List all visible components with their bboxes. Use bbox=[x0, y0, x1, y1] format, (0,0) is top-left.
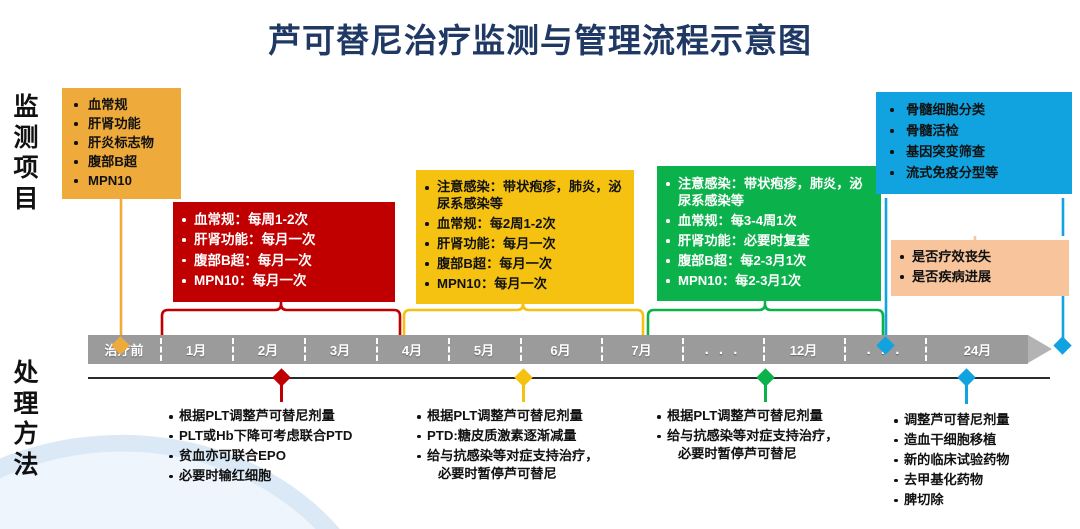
list-item: 注意感染：带状疱疹，肺炎，泌尿系感染等 bbox=[663, 175, 873, 209]
timeline-segment-m7[interactable]: 7月 bbox=[601, 335, 682, 364]
list-item: MPN10 bbox=[66, 172, 175, 189]
treatment-block-4: 调整芦可替尼剂量 造血干细胞移植 新的临床试验药物 去甲基化药物 脾切除 bbox=[893, 412, 1073, 511]
list-item: 肝肾功能：每月一次 bbox=[422, 235, 626, 252]
timeline-segment-m4[interactable]: 4月 bbox=[376, 335, 448, 364]
vlabel-char: 处 bbox=[13, 359, 39, 387]
vlabel-char: 项 bbox=[13, 154, 39, 182]
monitoring-box-month-7-12: 注意感染：带状疱疹，肺炎，泌尿系感染等 血常规：每3-4周1次 肝肾功能：必要时… bbox=[657, 166, 881, 302]
vlabel-char: 方 bbox=[13, 420, 39, 448]
list-item-continuation: 必要时暂停芦可替尼 bbox=[438, 465, 557, 481]
timeline-arrow-head bbox=[1028, 335, 1052, 363]
list-item: MPN10：每月一次 bbox=[422, 275, 626, 292]
list-item: 肝肾功能：必要时复查 bbox=[663, 232, 873, 249]
list-item: 去甲基化药物 bbox=[893, 472, 1073, 489]
monitoring-box-month-4-6: 注意感染：带状疱疹，肺炎，泌尿系感染等 血常规：每2周1-2次 肝肾功能：每月一… bbox=[416, 170, 634, 305]
timeline-segment-m2[interactable]: 2月 bbox=[232, 335, 304, 364]
vlabel-char: 目 bbox=[13, 184, 39, 213]
timeline-segment-m3[interactable]: 3月 bbox=[304, 335, 376, 364]
list-item: 腹部B超：每2-3月1次 bbox=[663, 252, 873, 269]
list-item: 给与抗感染等对症支持治疗， bbox=[656, 428, 886, 445]
vlabel-char: 测 bbox=[13, 123, 39, 152]
timeline-track: 治疗前 1月 2月 3月 4月 5月 6月 7月 . . . 12月 . . .… bbox=[88, 335, 1028, 364]
list-item: MPN10：每月一次 bbox=[179, 272, 387, 289]
list-item: 腹部B超：每月一次 bbox=[422, 255, 626, 272]
list-item: 根据PLT调整芦可替尼剂量 bbox=[656, 408, 886, 425]
list-item-continuation: 必要时暂停芦可替尼 bbox=[678, 445, 797, 461]
list-item: 流式免疫分型等 bbox=[880, 164, 1066, 181]
list-item: 造血干细胞移植 bbox=[893, 432, 1073, 449]
treatment-block-2: 根据PLT调整芦可替尼剂量 PTD:糖皮质激素逐渐减量 给与抗感染等对症支持治疗… bbox=[416, 408, 656, 486]
timeline-segment-gap1: . . . bbox=[682, 335, 763, 364]
list-item: 血常规 bbox=[66, 96, 175, 113]
list-item: 调整芦可替尼剂量 bbox=[893, 412, 1073, 429]
treatment-block-3: 根据PLT调整芦可替尼剂量 给与抗感染等对症支持治疗， 必要时暂停芦可替尼 bbox=[656, 408, 886, 466]
sidebar-label-monitoring: 监 测 项 目 bbox=[6, 92, 46, 214]
bracket-red bbox=[160, 303, 402, 337]
list-item: 血常规：每2周1-2次 bbox=[422, 215, 626, 232]
list-item: 根据PLT调整芦可替尼剂量 bbox=[168, 408, 418, 425]
list-item: 肝肾功能：每月一次 bbox=[179, 231, 387, 248]
list-item: 脾切除 bbox=[893, 492, 1073, 509]
vlabel-char: 法 bbox=[13, 450, 39, 479]
monitoring-box-assessment: 是否疗效丧失 是否疾病进展 bbox=[891, 240, 1069, 297]
treatment-block-1: 根据PLT调整芦可替尼剂量 PLT或Hb下降可考虑联合PTD 贫血亦可联合EPO… bbox=[168, 408, 418, 488]
treatment-timeline: 治疗前 1月 2月 3月 4月 5月 6月 7月 . . . 12月 . . .… bbox=[88, 335, 1052, 364]
treatment-axis-line bbox=[88, 377, 1050, 379]
list-item: 给与抗感染等对症支持治疗， bbox=[416, 448, 656, 465]
list-item: MPN10：每2-3月1次 bbox=[663, 272, 873, 289]
list-item: 腹部B超：每月一次 bbox=[179, 252, 387, 269]
monitoring-box-month-1-3: 血常规：每周1-2次 肝肾功能：每月一次 腹部B超：每月一次 MPN10：每月一… bbox=[173, 202, 395, 302]
list-item: 基因突变筛查 bbox=[880, 143, 1066, 160]
list-item: 腹部B超 bbox=[66, 153, 175, 170]
list-item: 是否疾病进展 bbox=[897, 268, 1061, 285]
list-item: 血常规：每3-4周1次 bbox=[663, 212, 873, 229]
timeline-segment-m12[interactable]: 12月 bbox=[763, 335, 844, 364]
list-item: 肝肾功能 bbox=[66, 115, 175, 132]
list-item: PTD:糖皮质激素逐渐减量 bbox=[416, 428, 656, 445]
list-item: 注意感染：带状疱疹，肺炎，泌尿系感染等 bbox=[422, 179, 626, 212]
list-item: 必要时输红细胞 bbox=[168, 468, 418, 485]
vlabel-char: 理 bbox=[13, 389, 39, 418]
list-item: 骨髓活检 bbox=[880, 122, 1066, 139]
page-title: 芦可替尼治疗监测与管理流程示意图 bbox=[268, 22, 812, 59]
timeline-segment-m24[interactable]: 24月 bbox=[925, 335, 1030, 364]
list-item: PLT或Hb下降可考虑联合PTD bbox=[168, 428, 418, 445]
list-item: 贫血亦可联合EPO bbox=[168, 448, 418, 465]
list-item: 肝炎标志物 bbox=[66, 134, 175, 151]
timeline-segment-m1[interactable]: 1月 bbox=[160, 335, 232, 364]
list-item: 新的临床试验药物 bbox=[893, 452, 1073, 469]
list-item: 血常规：每周1-2次 bbox=[179, 211, 387, 228]
list-item: 是否疗效丧失 bbox=[897, 248, 1061, 265]
monitoring-box-long-term: 骨髓细胞分类 骨髓活检 基因突变筛查 流式免疫分型等 bbox=[876, 92, 1072, 195]
sidebar-label-treatment: 处 理 方 法 bbox=[6, 358, 46, 480]
vlabel-char: 监 bbox=[13, 93, 39, 121]
bracket-green bbox=[646, 303, 885, 337]
bracket-yellow bbox=[402, 303, 645, 337]
list-item: 根据PLT调整芦可替尼剂量 bbox=[416, 408, 656, 425]
monitoring-box-pre-treatment: 血常规 肝肾功能 肝炎标志物 腹部B超 MPN10 bbox=[62, 88, 181, 200]
list-item: 骨髓细胞分类 bbox=[880, 101, 1066, 118]
timeline-segment-m6[interactable]: 6月 bbox=[520, 335, 601, 364]
timeline-segment-m5[interactable]: 5月 bbox=[448, 335, 520, 364]
